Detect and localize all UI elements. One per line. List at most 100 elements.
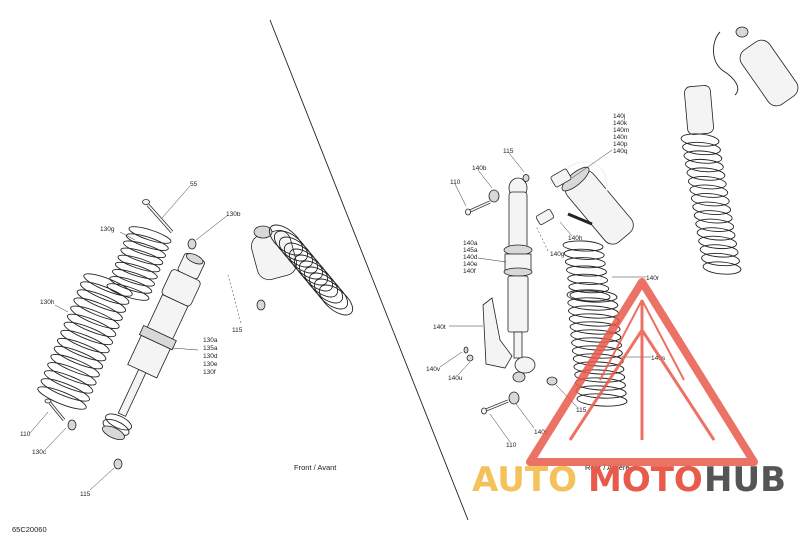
rear-assembled-shock bbox=[680, 26, 799, 275]
spring-coil bbox=[114, 261, 158, 280]
spring-coil bbox=[563, 248, 605, 260]
watermark-moto: MOTO bbox=[588, 460, 703, 500]
spring-coil bbox=[702, 261, 742, 275]
spring-coil bbox=[76, 289, 127, 313]
spring-coil bbox=[564, 257, 606, 269]
spring-coil bbox=[109, 276, 153, 294]
label-r-140v: 140v bbox=[426, 366, 441, 373]
spring-coil bbox=[73, 297, 123, 321]
rear-spacer-upper bbox=[488, 189, 500, 203]
spring-coil bbox=[576, 393, 628, 407]
rear-pin bbox=[463, 346, 469, 354]
rear-bracket bbox=[482, 297, 513, 369]
label-f-135a: 135a bbox=[203, 345, 218, 352]
spring-coil bbox=[43, 370, 94, 394]
label-f-130d: 130d bbox=[203, 353, 218, 360]
spring-coil bbox=[288, 248, 324, 280]
spring-coil bbox=[701, 252, 740, 267]
rear-bushing-lower bbox=[546, 376, 558, 386]
label-f-115b: 115 bbox=[80, 491, 91, 498]
label-r-140r: 140r bbox=[646, 275, 660, 282]
spring-coil bbox=[574, 369, 626, 383]
spring-coil bbox=[308, 272, 344, 304]
spring-coil bbox=[696, 227, 736, 241]
label-r-140n: 140n bbox=[613, 134, 628, 141]
spring-coil bbox=[117, 254, 161, 273]
spring-coil bbox=[268, 224, 304, 256]
front-spacer bbox=[187, 238, 197, 250]
spring-coil bbox=[278, 236, 314, 268]
label-r-140j: 140j bbox=[613, 113, 625, 120]
spring-coil bbox=[695, 218, 735, 232]
label-r-140g: 140g bbox=[550, 251, 565, 258]
spring-coil bbox=[50, 354, 100, 378]
rear-bushing-upper bbox=[522, 174, 530, 182]
spring-coil bbox=[128, 226, 172, 244]
front-shock-group: 55 130b 130g 130h 115 130a 135a 130d 130… bbox=[12, 181, 354, 534]
spring-coil bbox=[569, 321, 621, 335]
label-f-130e: 130e bbox=[203, 361, 218, 368]
spring-coil bbox=[568, 305, 619, 319]
front-lower-bolt bbox=[44, 398, 66, 421]
rear-eyelet bbox=[512, 371, 526, 383]
front-assembled-shock bbox=[251, 224, 354, 316]
label-r-140s: 140s bbox=[651, 355, 666, 362]
spring-coil bbox=[66, 313, 117, 338]
label-f-130b: 130b bbox=[226, 211, 241, 218]
spring-coil bbox=[562, 240, 604, 252]
spring-coil bbox=[683, 150, 723, 164]
spring-coil bbox=[123, 240, 166, 259]
label-r-140c: 140c bbox=[534, 429, 549, 436]
spring-coil bbox=[313, 278, 349, 310]
spring-coil bbox=[53, 345, 104, 370]
rear-nut bbox=[466, 354, 474, 362]
spring-coil bbox=[686, 167, 726, 181]
spring-coil bbox=[70, 305, 120, 329]
spring-coil bbox=[120, 247, 164, 266]
rear-small-spring bbox=[562, 240, 611, 302]
spring-coil bbox=[680, 133, 720, 147]
spring-coil bbox=[283, 242, 319, 274]
spring-coil bbox=[80, 281, 130, 305]
spring-coil bbox=[569, 290, 611, 302]
spring-coil bbox=[37, 386, 87, 410]
label-r-110b: 110 bbox=[506, 442, 517, 449]
spring-coil bbox=[693, 210, 733, 224]
spring-coil bbox=[125, 233, 169, 251]
label-r-140a: 140a bbox=[463, 240, 478, 247]
watermark-auto: AUTO bbox=[472, 460, 577, 500]
rear-upper-bolt bbox=[465, 200, 491, 216]
spring-coil bbox=[303, 266, 339, 298]
label-r-145a: 145a bbox=[463, 247, 478, 254]
rear-spacer-lower bbox=[508, 391, 520, 405]
label-r-140f: 140f bbox=[463, 268, 476, 275]
label-r-140b: 140b bbox=[472, 165, 487, 172]
label-f-130c: 130c bbox=[32, 449, 47, 456]
rear-lower-bolt bbox=[481, 399, 509, 415]
front-caption: Front / Avant bbox=[294, 463, 337, 472]
label-r-140e: 140e bbox=[463, 261, 478, 268]
spring-coil bbox=[57, 337, 107, 362]
label-r-140p: 140p bbox=[613, 141, 628, 148]
label-r-140h: 140h bbox=[568, 235, 583, 242]
watermark-triangle-icon bbox=[526, 278, 758, 466]
spring-coil bbox=[570, 329, 622, 343]
front-shock-body bbox=[102, 252, 205, 441]
rear-reservoir bbox=[561, 166, 634, 245]
spring-coil bbox=[112, 269, 155, 287]
label-r-140k: 140k bbox=[613, 120, 628, 127]
label-f-55: 55 bbox=[190, 181, 198, 188]
label-r-140u: 140u bbox=[448, 375, 463, 382]
rear-shock-body bbox=[503, 177, 536, 374]
spring-coil bbox=[698, 235, 737, 250]
spring-coil bbox=[687, 176, 727, 190]
reference-code: 65C20060 bbox=[12, 525, 47, 534]
front-big-spring bbox=[37, 273, 133, 410]
watermark-hub: HUB bbox=[704, 460, 786, 500]
spring-coil bbox=[567, 273, 609, 285]
label-r-140m: 140m bbox=[613, 127, 629, 134]
label-r-115b: 115 bbox=[576, 407, 587, 414]
spring-coil bbox=[573, 361, 625, 375]
